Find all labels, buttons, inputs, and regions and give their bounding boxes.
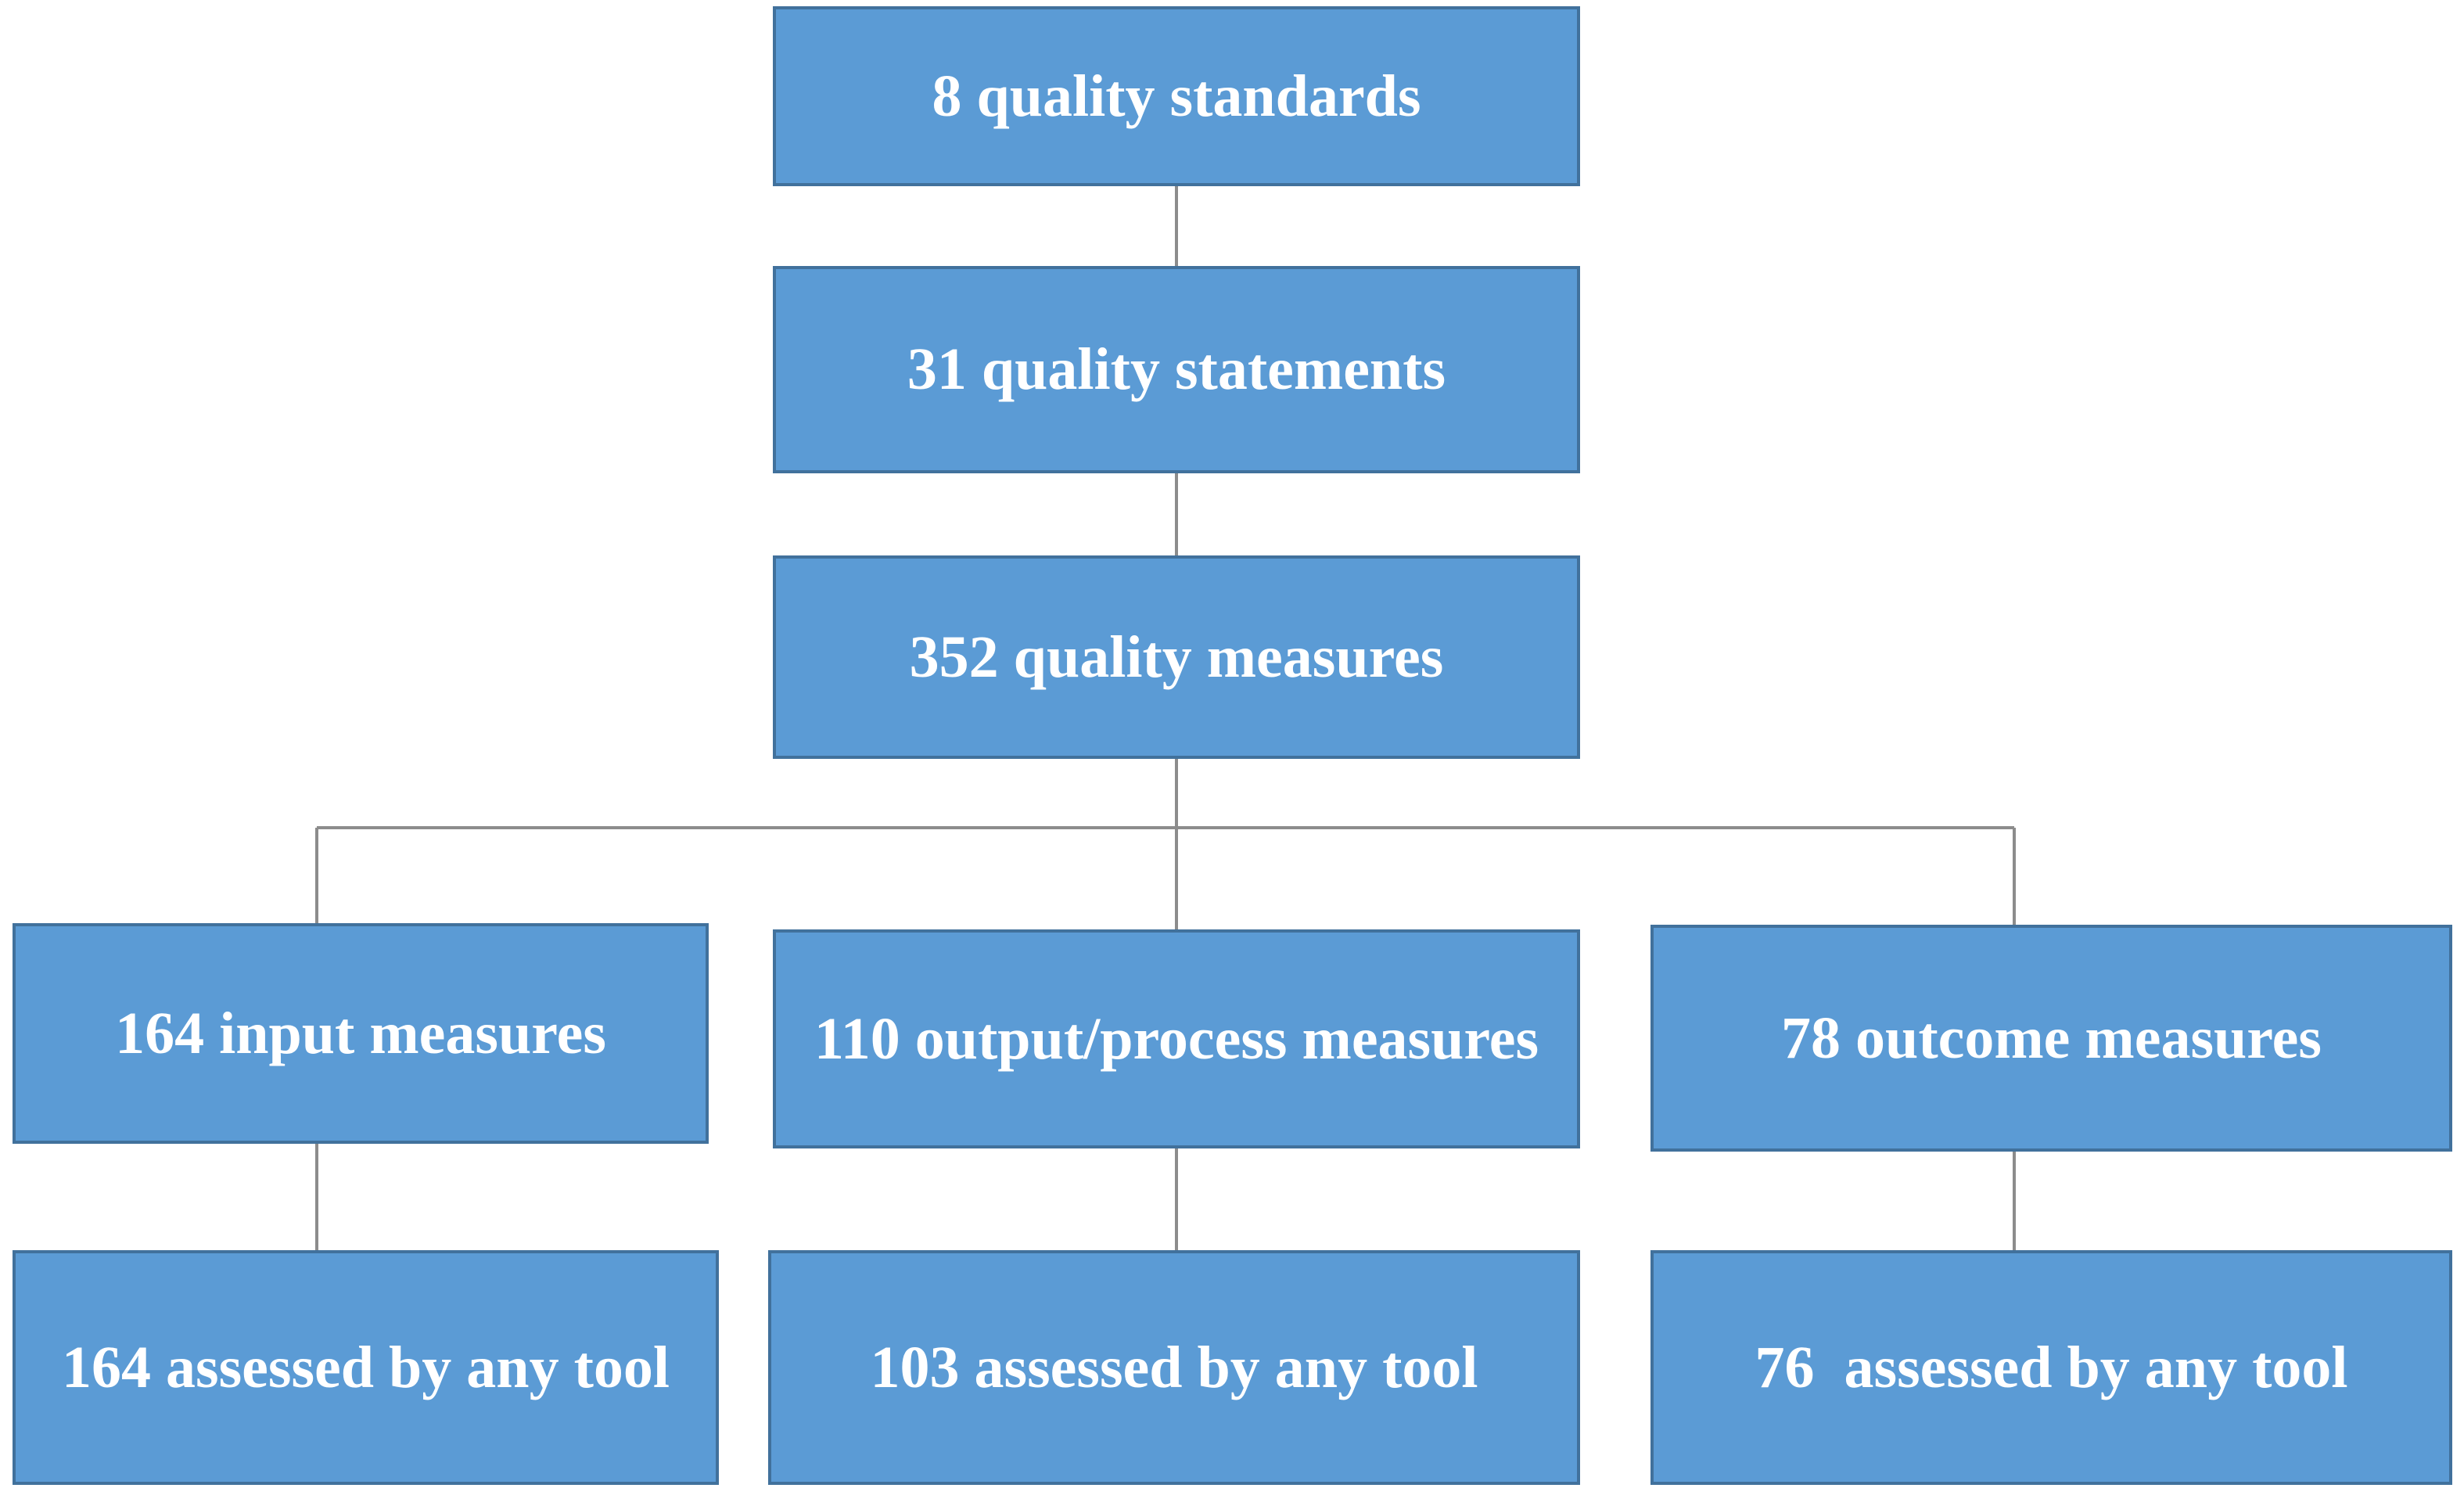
quality-standards-label: 8 quality standards (932, 63, 1421, 129)
outcome-assessed-box: 76 assessed by any tool (1650, 1250, 2452, 1485)
outcome-assessed-label: 76 assessed by any tool (1755, 1334, 2348, 1400)
quality-statements-label: 31 quality statements (907, 336, 1446, 403)
outcome-measures-box: 78 outcome measures (1650, 925, 2452, 1152)
input-measures-box: 164 input measures (13, 923, 709, 1144)
quality-measures-label: 352 quality measures (909, 624, 1444, 690)
input-assessed-label: 164 assessed by any tool (62, 1334, 670, 1400)
output-process-measures-box: 110 output/process measures (773, 929, 1580, 1148)
quality-statements-box: 31 quality statements (773, 266, 1580, 473)
outcome-measures-label: 78 outcome measures (1781, 1005, 2322, 1071)
quality-standards-box: 8 quality standards (773, 6, 1580, 186)
input-measures-label: 164 input measures (115, 1000, 606, 1066)
output-assessed-box: 103 assessed by any tool (768, 1250, 1580, 1485)
output-process-measures-label: 110 output/process measures (814, 1005, 1539, 1072)
quality-measures-box: 352 quality measures (773, 555, 1580, 759)
output-assessed-label: 103 assessed by any tool (870, 1334, 1478, 1400)
input-assessed-box: 164 assessed by any tool (13, 1250, 719, 1485)
